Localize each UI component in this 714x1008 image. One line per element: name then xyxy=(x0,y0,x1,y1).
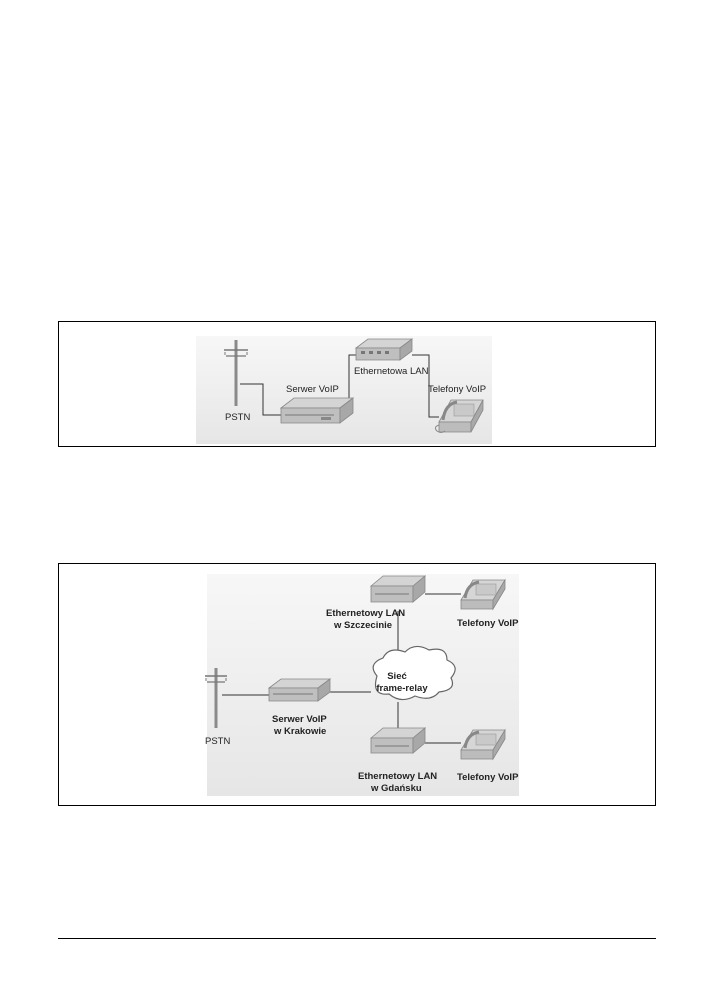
voip-server-label-line1: Serwer VoIP xyxy=(272,714,327,725)
lan-gdansk-label-line1: Ethernetowy LAN xyxy=(358,771,437,782)
voip-phone-bottom-icon xyxy=(460,728,506,761)
voip-phone-top-icon xyxy=(460,578,506,611)
pstn-pole-icon xyxy=(205,668,227,728)
phones-label: Telefony VoIP xyxy=(428,384,486,395)
figure-voip-single-site: PSTN Serwer VoIP Ethernetowa LAN xyxy=(58,321,656,447)
lan-szczecin-label-line1: Ethernetowy LAN xyxy=(326,608,405,619)
frame-relay-cloud-icon xyxy=(372,645,456,701)
pstn-label: PSTN xyxy=(205,736,230,747)
voip-phone-icon xyxy=(434,399,484,433)
phones-bottom-label: Telefony VoIP xyxy=(457,772,519,783)
cloud-label-line2: frame-relay xyxy=(376,683,428,694)
ethernet-switch-icon xyxy=(354,338,414,361)
figure-voip-multi-site: PSTN Serwer VoIP w Krakowie Sieć frame-r… xyxy=(58,563,656,806)
lan-szczecin-label-line2: w Szczecinie xyxy=(333,620,392,631)
footer-rule xyxy=(58,938,656,939)
ethernet-lan-gdansk-icon xyxy=(369,727,427,754)
voip-server-icon xyxy=(279,397,355,424)
pstn-label: PSTN xyxy=(225,412,250,423)
lan-gdansk-label-line2: w Gdańsku xyxy=(370,783,422,794)
ethernet-lan-szczecin-icon xyxy=(369,575,427,603)
voip-server-label-line2: w Krakowie xyxy=(273,726,326,737)
phones-top-label: Telefony VoIP xyxy=(457,618,519,629)
pstn-pole-icon xyxy=(224,340,248,406)
diagram-canvas-1: PSTN Serwer VoIP Ethernetowa LAN xyxy=(196,336,492,444)
cloud-label-line1: Sieć xyxy=(387,671,407,682)
voip-server-label: Serwer VoIP xyxy=(286,384,339,395)
diagram-canvas-2: PSTN Serwer VoIP w Krakowie Sieć frame-r… xyxy=(205,574,519,796)
voip-server-icon xyxy=(267,678,332,702)
lan-label: Ethernetowa LAN xyxy=(354,366,429,377)
